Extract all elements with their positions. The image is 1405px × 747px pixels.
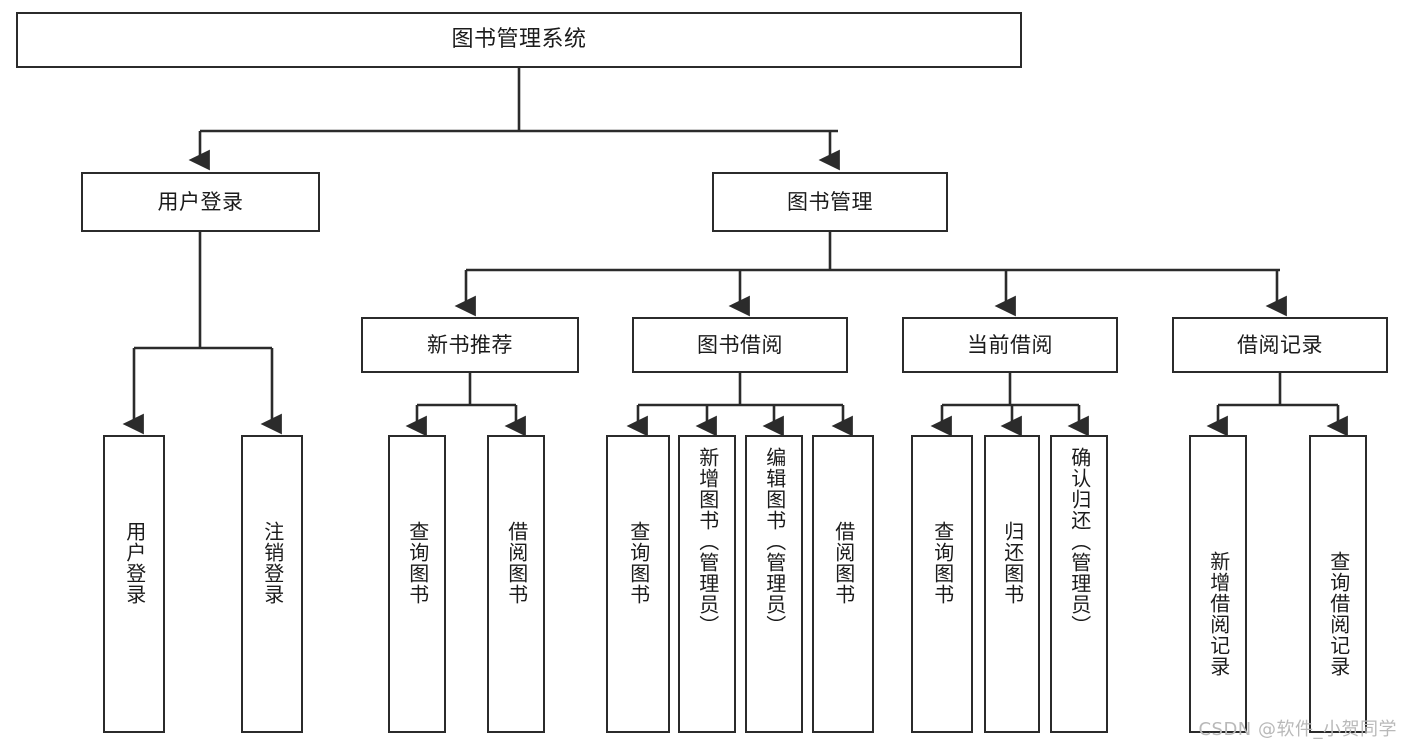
node-level1-book-management-label: 图书管理 [787, 189, 873, 214]
node-level1-user-login[interactable]: 用户登录 [81, 172, 320, 232]
node-level2-book-borrow-label: 图书借阅 [697, 332, 783, 357]
node-level2-new-book-recommend[interactable]: 新书推荐 [361, 317, 579, 373]
node-leaf-add-borrow-record-label: 新增借阅记录 [1206, 551, 1231, 677]
node-leaf-add-book-admin[interactable]: 新增图书（管理员） [678, 435, 736, 733]
node-root[interactable]: 图书管理系统 [16, 12, 1022, 68]
node-leaf-query-book-recommend[interactable]: 查询图书 [388, 435, 446, 733]
node-leaf-logout-label: 注销登录 [260, 521, 285, 605]
node-root-label: 图书管理系统 [451, 27, 587, 53]
watermark: CSDN @软件_小贺同学 [1198, 719, 1397, 740]
node-leaf-query-book-borrow-label: 查询图书 [626, 521, 651, 605]
node-leaf-edit-book-admin-label: 编辑图书（管理员） [762, 447, 787, 636]
node-leaf-add-borrow-record[interactable]: 新增借阅记录 [1189, 435, 1247, 733]
node-level2-borrow-record[interactable]: 借阅记录 [1172, 317, 1388, 373]
node-leaf-confirm-return-admin-label: 确认归还（管理员） [1067, 447, 1092, 636]
node-leaf-return-book[interactable]: 归还图书 [984, 435, 1040, 733]
node-level2-book-borrow[interactable]: 图书借阅 [632, 317, 848, 373]
node-leaf-query-book-current[interactable]: 查询图书 [911, 435, 973, 733]
node-leaf-borrow-book[interactable]: 借阅图书 [812, 435, 874, 733]
node-leaf-borrow-book-recommend[interactable]: 借阅图书 [487, 435, 545, 733]
node-level2-current-borrow-label: 当前借阅 [967, 332, 1053, 357]
node-leaf-user-login[interactable]: 用户登录 [103, 435, 165, 733]
node-leaf-return-book-label: 归还图书 [1000, 521, 1025, 605]
node-leaf-borrow-book-recommend-label: 借阅图书 [504, 521, 529, 605]
node-leaf-logout[interactable]: 注销登录 [241, 435, 303, 733]
node-leaf-query-book-borrow[interactable]: 查询图书 [606, 435, 670, 733]
node-leaf-edit-book-admin[interactable]: 编辑图书（管理员） [745, 435, 803, 733]
node-leaf-add-book-admin-label: 新增图书（管理员） [695, 447, 720, 636]
node-leaf-confirm-return-admin[interactable]: 确认归还（管理员） [1050, 435, 1108, 733]
node-level1-user-login-label: 用户登录 [157, 189, 244, 214]
node-leaf-query-book-current-label: 查询图书 [930, 521, 955, 605]
node-leaf-query-borrow-record[interactable]: 查询借阅记录 [1309, 435, 1367, 733]
node-leaf-borrow-book-label: 借阅图书 [831, 521, 856, 605]
node-level2-new-book-recommend-label: 新书推荐 [427, 332, 513, 357]
node-leaf-query-book-recommend-label: 查询图书 [405, 521, 430, 605]
node-level1-book-management[interactable]: 图书管理 [712, 172, 948, 232]
node-leaf-query-borrow-record-label: 查询借阅记录 [1326, 551, 1351, 677]
node-leaf-user-login-label: 用户登录 [122, 521, 147, 605]
node-level2-current-borrow[interactable]: 当前借阅 [902, 317, 1118, 373]
node-level2-borrow-record-label: 借阅记录 [1237, 332, 1323, 357]
